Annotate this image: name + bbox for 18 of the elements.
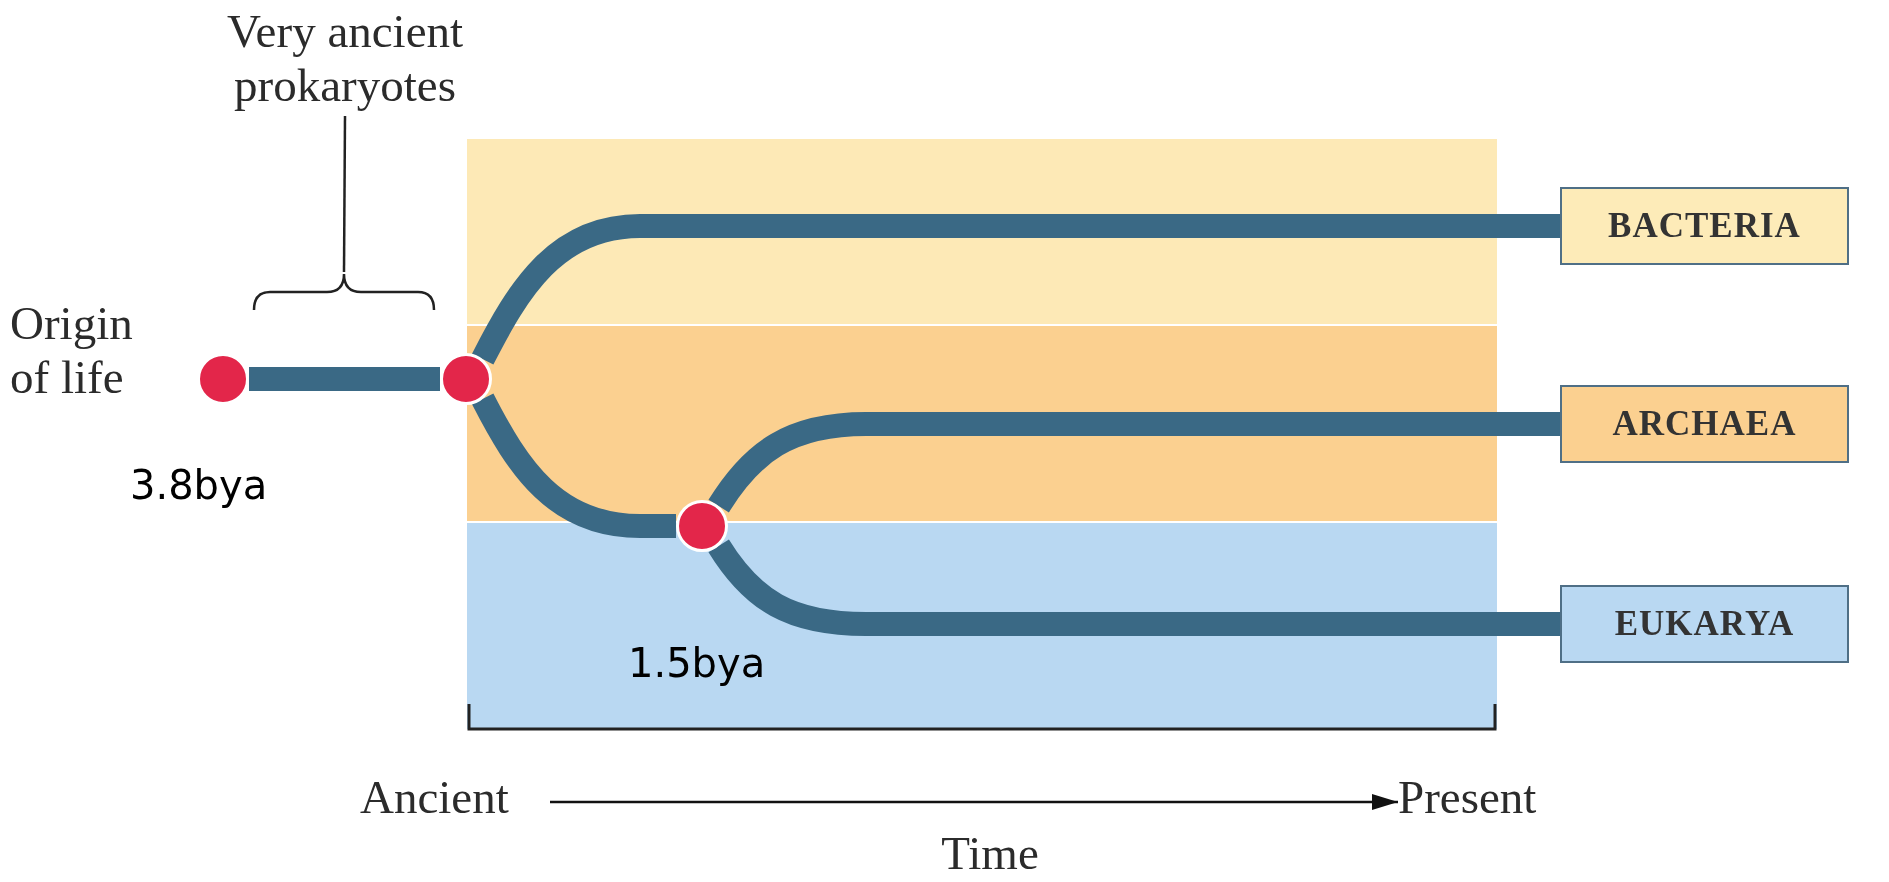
date-label: 3.8bya [130, 462, 269, 508]
date-label: 1.5bya [628, 640, 767, 686]
lineage-branch [472, 393, 676, 538]
curly-brace [252, 272, 436, 312]
leader-line [342, 116, 347, 272]
origin-label: Origin of life [10, 296, 134, 404]
axis-title: Time [940, 826, 1040, 880]
domain-label: EUKARYA [1560, 585, 1849, 663]
axis-label: Present [1398, 770, 1603, 828]
domain-label: ARCHAEA [1560, 385, 1849, 463]
domain-label: BACTERIA [1560, 187, 1849, 265]
axis-label: Ancient [360, 770, 550, 828]
lineage-branch [708, 412, 1560, 513]
lineage-branch [708, 539, 1560, 636]
arrow [550, 794, 1398, 810]
lineage-branch [472, 214, 1560, 365]
lineage-branch [249, 367, 440, 391]
group-label: Very ancient prokaryotes [175, 4, 515, 116]
